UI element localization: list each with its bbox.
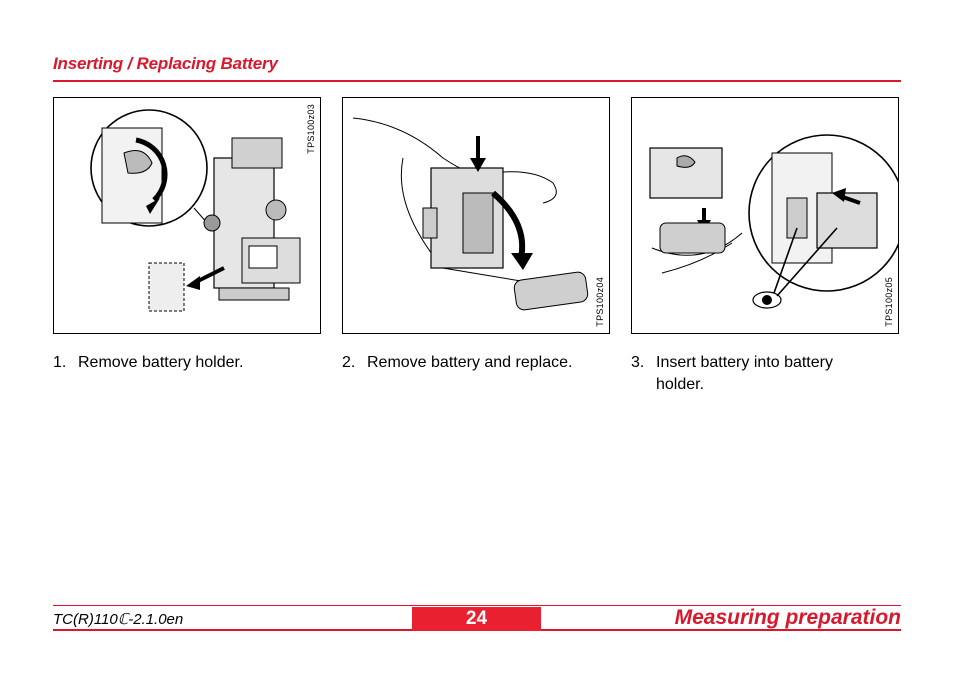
step-text: Insert battery into battery holder.: [656, 354, 833, 393]
step-text: Remove battery and replace.: [367, 354, 573, 371]
step-3: 3. Insert battery into battery holder.: [631, 352, 881, 396]
battery-insert-illustration: [649, 134, 898, 309]
instrument-illustration: [90, 109, 301, 312]
figure-code: TPS100z03: [306, 104, 316, 154]
chapter-title: Measuring preparation: [674, 606, 901, 629]
figure-code: TPS100z04: [595, 277, 605, 327]
page-number: 24: [412, 607, 541, 631]
step-number: 3.: [631, 354, 645, 371]
step-number: 1.: [53, 354, 67, 371]
figure-remove-battery-holder: TPS100z03: [53, 97, 321, 334]
footer-rule-top: [53, 605, 901, 606]
header-rule: [53, 80, 901, 82]
figure-remove-battery: TPS100z04: [342, 97, 610, 334]
hands-battery-illustration: [352, 117, 589, 311]
figure-code: TPS100z05: [884, 277, 894, 327]
step-number: 2.: [342, 354, 356, 371]
section-title: Inserting / Replacing Battery: [53, 54, 278, 73]
step-text: Remove battery holder.: [78, 354, 244, 371]
step-1: 1. Remove battery holder.: [53, 352, 323, 374]
step-2: 2. Remove battery and replace.: [342, 352, 612, 374]
document-id: TC(R)110ℂ-2.1.0en: [53, 611, 184, 628]
figure-insert-battery: TPS100z05: [631, 97, 899, 334]
